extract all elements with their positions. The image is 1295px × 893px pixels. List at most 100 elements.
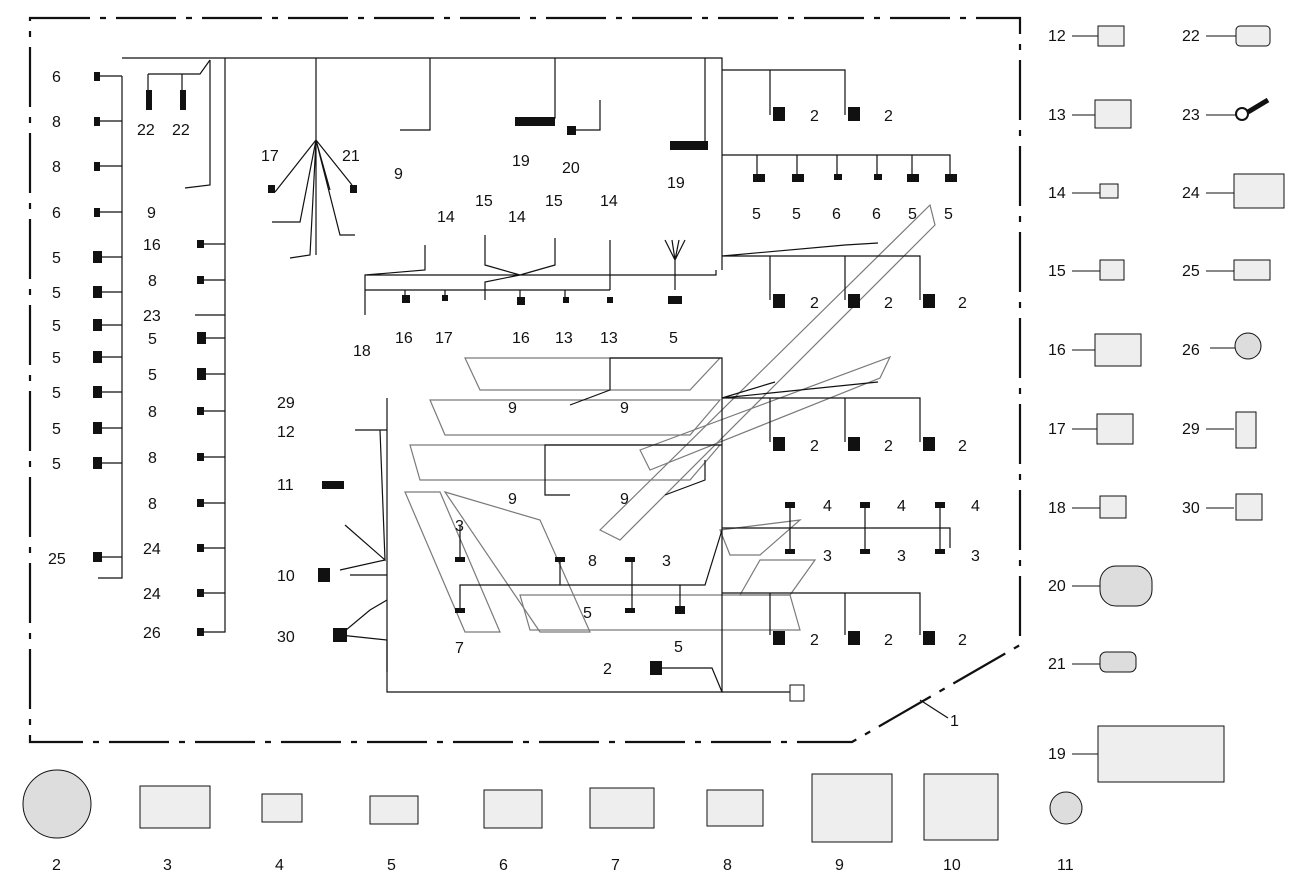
label-2: 2 xyxy=(884,108,893,125)
assembly-label: 1 xyxy=(950,713,959,730)
label-18: 18 xyxy=(353,343,371,360)
part-14: 14 xyxy=(1048,183,1119,202)
small-connector-icon xyxy=(261,793,303,823)
label-5: 5 xyxy=(752,206,761,223)
cap-connector-icon xyxy=(1049,791,1083,825)
svg-text:6: 6 xyxy=(499,857,508,874)
ring-terminal-icon xyxy=(1235,107,1249,121)
harness-connectors xyxy=(93,72,957,702)
connector-22-icon xyxy=(1235,25,1271,47)
connector-7-icon xyxy=(589,787,655,829)
svg-text:25: 25 xyxy=(1182,263,1200,280)
svg-text:16: 16 xyxy=(1048,342,1066,359)
label-5: 5 xyxy=(52,421,61,438)
label-19: 19 xyxy=(667,175,685,192)
label-4: 4 xyxy=(897,498,906,515)
label-2: 2 xyxy=(810,108,819,125)
label-5: 5 xyxy=(148,331,157,348)
angled-connector-10-icon xyxy=(923,773,999,841)
label-2: 2 xyxy=(884,295,893,312)
connector-16-icon xyxy=(1094,333,1142,367)
label-14: 14 xyxy=(600,193,618,210)
label-8: 8 xyxy=(148,273,157,290)
part-3: 3 xyxy=(139,785,211,874)
part-11: 11 xyxy=(1049,791,1083,874)
part-4: 4 xyxy=(261,793,303,874)
connector-15-icon xyxy=(1099,259,1125,281)
label-5: 5 xyxy=(148,367,157,384)
label-8: 8 xyxy=(148,404,157,421)
terminal-14-icon xyxy=(1099,183,1119,199)
label-15: 15 xyxy=(545,193,563,210)
svg-text:13: 13 xyxy=(1048,107,1066,124)
label-2: 2 xyxy=(810,632,819,649)
svg-text:9: 9 xyxy=(835,857,844,874)
part-19: 19 xyxy=(1048,725,1225,783)
part-29: 29 xyxy=(1182,411,1257,449)
assembly-leader xyxy=(919,699,949,719)
label-14: 14 xyxy=(437,209,455,226)
connector-12-icon xyxy=(1097,25,1125,47)
circular-connector-icon xyxy=(22,769,92,839)
harness-labels: 6 8 8 6 5 5 5 5 5 5 5 25 16 8 23 5 5 8 8… xyxy=(48,69,980,730)
grommet-icon xyxy=(1234,332,1262,360)
label-10: 10 xyxy=(277,568,295,585)
svg-text:17: 17 xyxy=(1048,421,1066,438)
label-14: 14 xyxy=(508,209,526,226)
label-2: 2 xyxy=(603,661,612,678)
label-2: 2 xyxy=(884,438,893,455)
angled-connector-icon xyxy=(811,773,893,843)
label-17: 17 xyxy=(261,148,279,165)
label-2: 2 xyxy=(958,438,967,455)
label-5: 5 xyxy=(792,206,801,223)
label-22: 22 xyxy=(137,122,155,139)
label-5: 5 xyxy=(674,639,683,656)
right-parts-legend: 12 22 13 23 14 24 xyxy=(1048,25,1285,783)
label-25: 25 xyxy=(48,551,66,568)
part-10: 10 xyxy=(923,773,999,874)
svg-text:2: 2 xyxy=(52,857,61,874)
label-8: 8 xyxy=(148,450,157,467)
part-2: 2 xyxy=(22,769,92,874)
label-13: 13 xyxy=(600,330,618,347)
connector-6-icon xyxy=(483,789,543,829)
svg-text:10: 10 xyxy=(943,857,961,874)
label-19: 19 xyxy=(512,153,530,170)
label-23: 23 xyxy=(143,308,161,325)
label-15: 15 xyxy=(475,193,493,210)
svg-text:21: 21 xyxy=(1048,656,1066,673)
bottom-parts-legend: 2 3 4 5 6 7 8 9 xyxy=(22,769,1083,874)
label-5: 5 xyxy=(52,385,61,402)
label-3: 3 xyxy=(455,518,464,535)
latch-connector-icon xyxy=(369,795,419,825)
label-20: 20 xyxy=(562,160,580,177)
label-3: 3 xyxy=(823,548,832,565)
label-5: 5 xyxy=(944,206,953,223)
part-6: 6 xyxy=(483,789,543,874)
label-16: 16 xyxy=(395,330,413,347)
part-21: 21 xyxy=(1048,651,1137,673)
label-22: 22 xyxy=(172,122,190,139)
part-7: 7 xyxy=(589,787,655,874)
label-17: 17 xyxy=(435,330,453,347)
label-6: 6 xyxy=(52,205,61,222)
svg-text:18: 18 xyxy=(1048,500,1066,517)
svg-text:14: 14 xyxy=(1048,185,1066,202)
label-9: 9 xyxy=(394,166,403,183)
label-9: 9 xyxy=(508,491,517,508)
label-30: 30 xyxy=(277,629,295,646)
svg-text:8: 8 xyxy=(723,857,732,874)
svg-text:3: 3 xyxy=(163,857,172,874)
svg-text:11: 11 xyxy=(1057,857,1074,874)
connector-24-icon xyxy=(1233,173,1285,209)
label-29: 29 xyxy=(277,395,295,412)
label-9: 9 xyxy=(620,400,629,417)
label-24: 24 xyxy=(143,541,161,558)
part-22: 22 xyxy=(1182,25,1271,47)
label-11: 11 xyxy=(277,477,294,494)
svg-text:15: 15 xyxy=(1048,263,1066,280)
svg-text:20: 20 xyxy=(1048,578,1066,595)
round-connector-icon xyxy=(1099,565,1153,607)
part-30: 30 xyxy=(1182,493,1263,521)
